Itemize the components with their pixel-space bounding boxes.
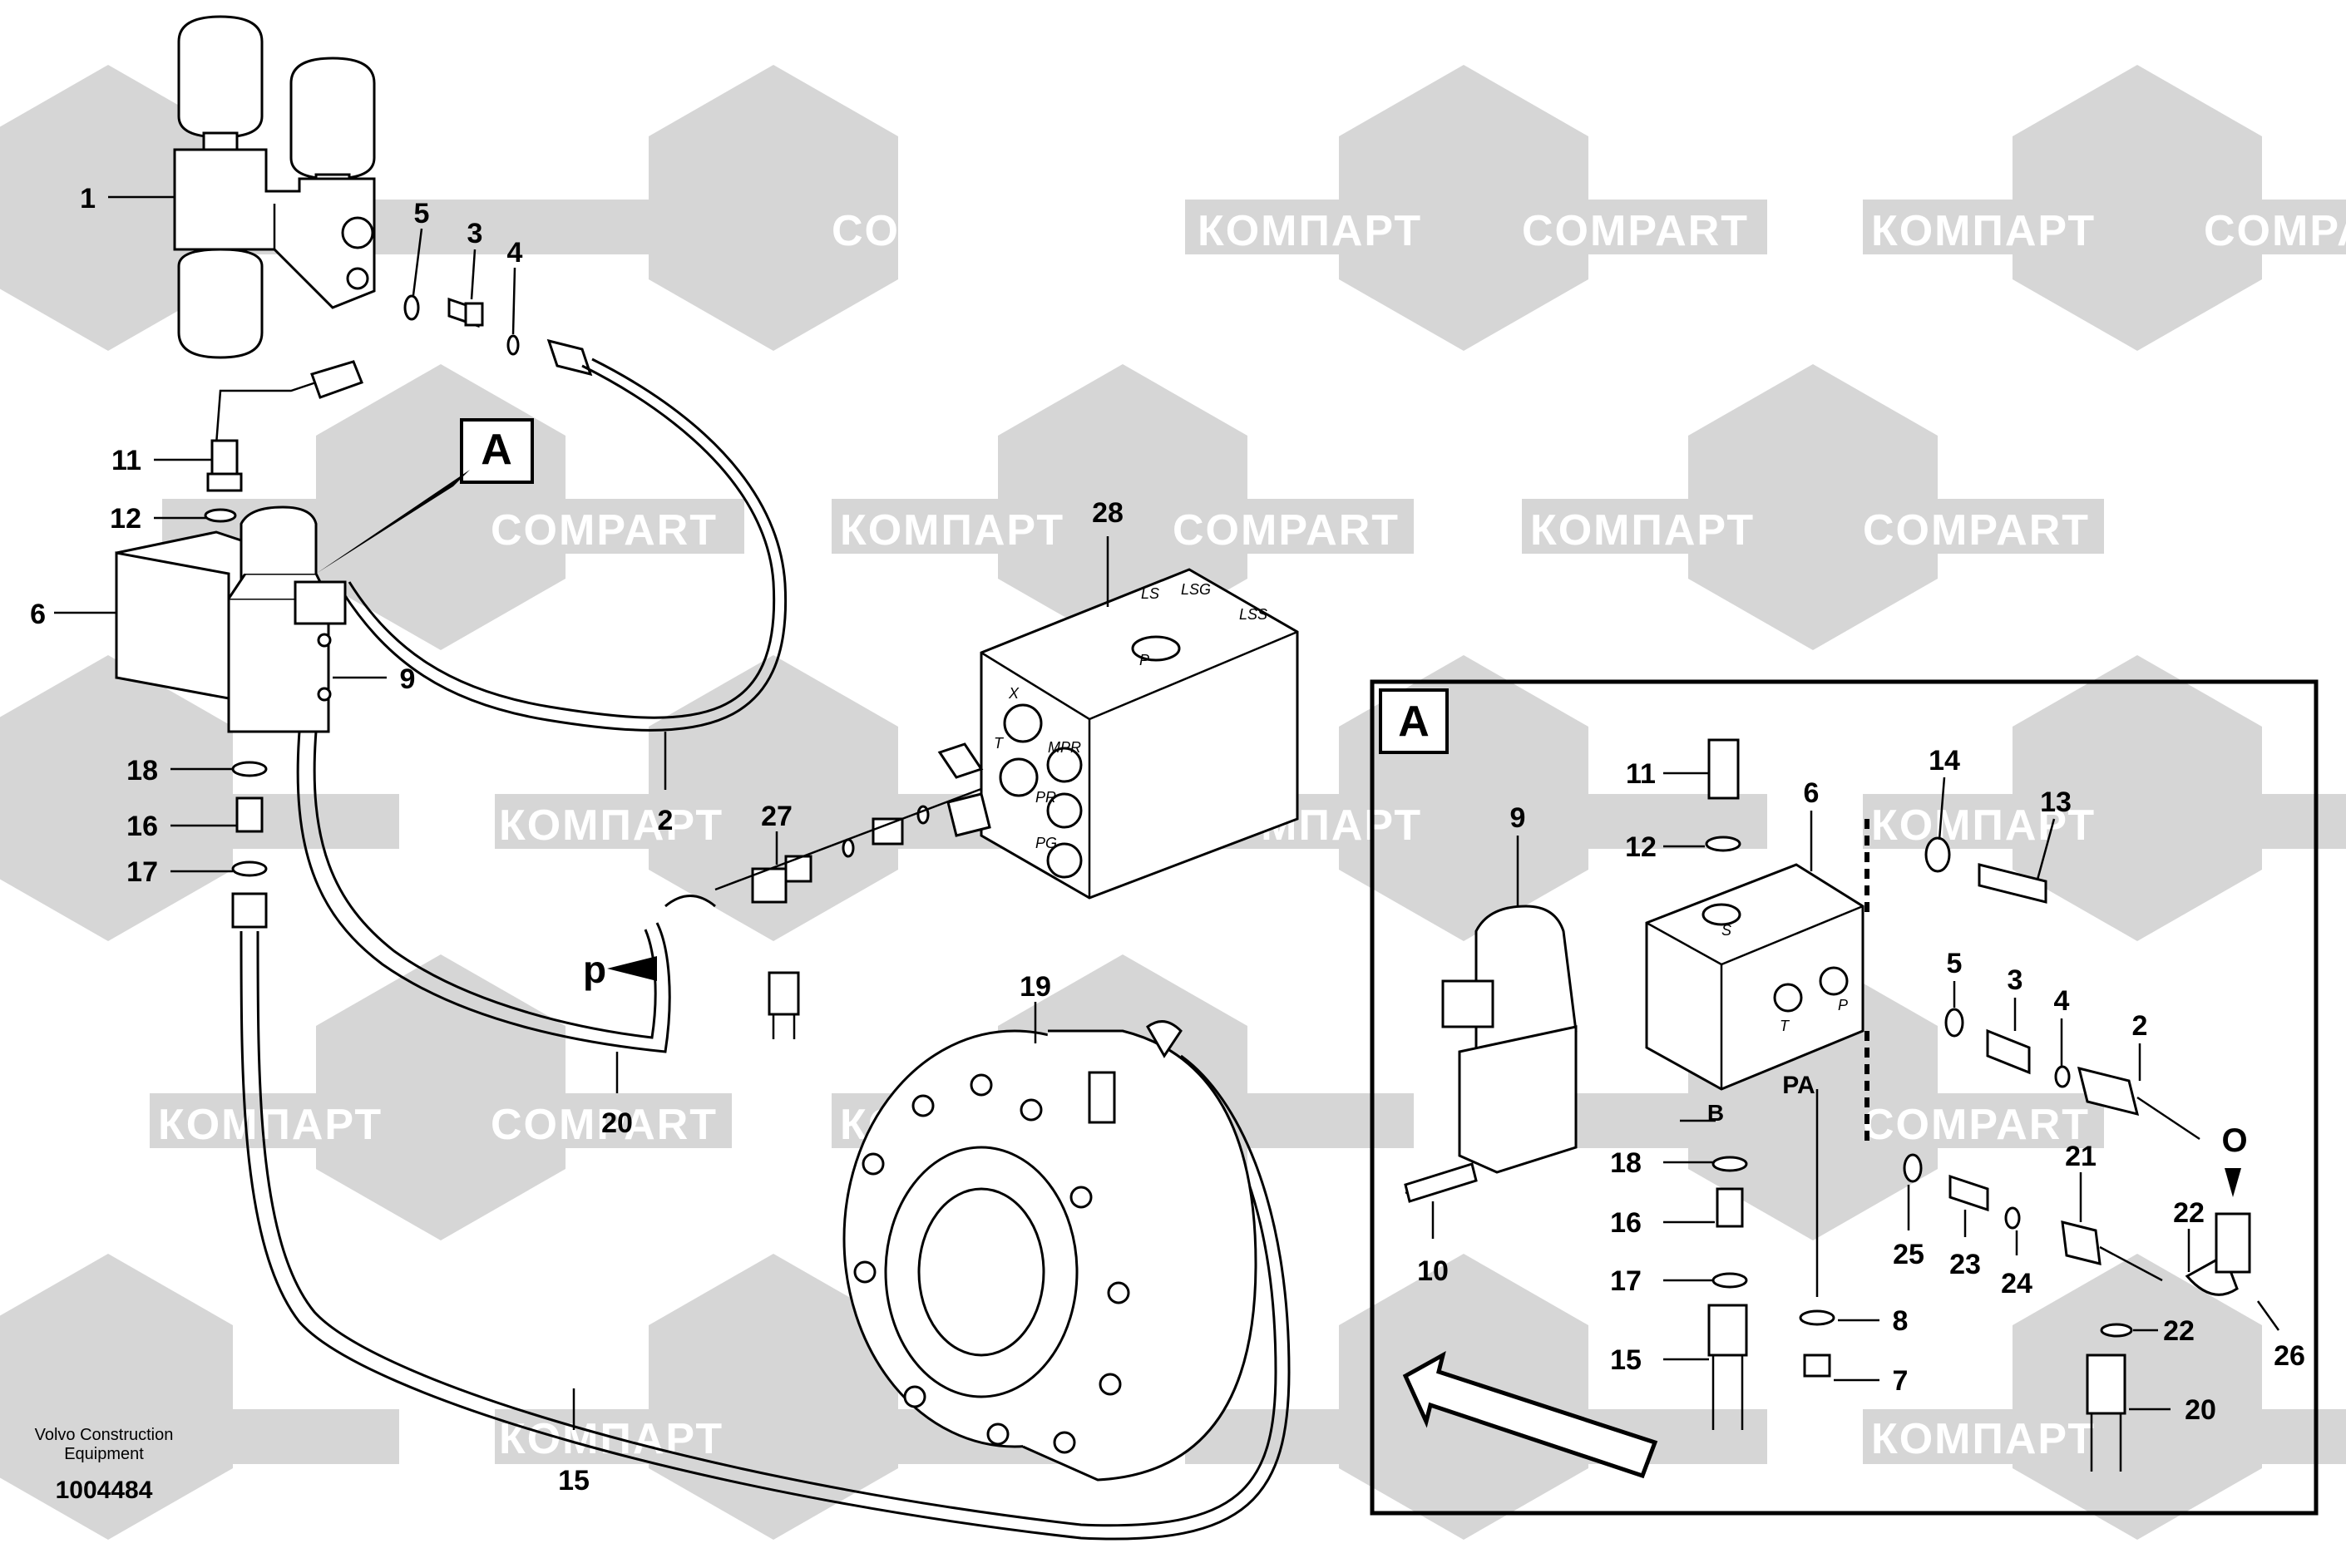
- watermark-text: COMPART: [2204, 207, 2346, 255]
- part-label: 20: [2185, 1394, 2216, 1426]
- brake-drum: [842, 1020, 1257, 1482]
- part-label: 20: [601, 1107, 633, 1139]
- part-label: 2: [658, 805, 674, 836]
- part-label: 15: [558, 1465, 590, 1497]
- part-label: 12: [110, 503, 141, 535]
- footer: Volvo Construction Equipment 1004484: [35, 1426, 174, 1504]
- port-label: LSG: [1181, 581, 1211, 598]
- port-label: LSS: [1239, 606, 1267, 623]
- port-label: O: [2221, 1122, 2247, 1159]
- port-label: PR: [1035, 789, 1056, 806]
- port-label: T: [994, 735, 1005, 752]
- company-name: Volvo Construction: [35, 1426, 174, 1444]
- part-label: 10: [1417, 1255, 1449, 1287]
- part-label: 13: [2040, 786, 2072, 818]
- inset-callouts: 9 11 12 6 14 13 5 3 4 2 O B PA 18: [1417, 745, 2305, 1426]
- watermark-text: COMPART: [491, 506, 718, 555]
- part-label: 5: [1947, 948, 1963, 979]
- part-label: 4: [507, 237, 523, 269]
- part-label: 27: [761, 801, 793, 832]
- watermark-text: КОМПАРТ: [1871, 801, 2096, 850]
- port-label: MPR: [1048, 739, 1081, 756]
- part-label: 18: [1610, 1147, 1642, 1179]
- port-label: P: [1139, 652, 1149, 668]
- part-label: 17: [1610, 1265, 1642, 1297]
- part-label: 23: [1949, 1249, 1981, 1280]
- part-label: 6: [1804, 777, 1820, 809]
- part-label: 14: [1929, 745, 1960, 777]
- detail-inset: A S T P: [1370, 679, 2319, 1516]
- main-callouts: 1 5 3 4 11 12 6 9 18 16 17 2 27: [30, 183, 1124, 1497]
- part-label: 16: [126, 811, 158, 842]
- part-label: 25: [1893, 1239, 1924, 1270]
- part-label: 11: [1626, 758, 1656, 790]
- watermark-text: КОМПАРТ: [840, 506, 1064, 555]
- p-port-label: p: [583, 948, 606, 991]
- valve-block: P X T MPR PR PG LSG LSS LS: [980, 568, 1299, 900]
- port-label: LS: [1141, 585, 1159, 602]
- inset-title: A: [1398, 698, 1430, 746]
- part-label: 1: [80, 183, 96, 214]
- port-label: T: [1780, 1018, 1790, 1034]
- watermark-text: COMPART: [1522, 207, 1749, 255]
- part-label: 3: [2008, 964, 2023, 996]
- port-label: PG: [1035, 835, 1057, 851]
- main-drawing: A: [30, 15, 1299, 1541]
- watermark-text: COMPART: [1173, 506, 1400, 555]
- watermark-text: COMPART: [1863, 1101, 2090, 1149]
- part-label: 7: [1893, 1365, 1909, 1397]
- part-label: 12: [1625, 831, 1657, 863]
- part-label: 18: [126, 755, 158, 786]
- part-label: 16: [1610, 1207, 1642, 1239]
- company-name: Equipment: [64, 1445, 144, 1463]
- part-label: 24: [2001, 1268, 2032, 1299]
- part-label: 9: [1510, 802, 1526, 834]
- port-label: S: [1721, 922, 1731, 939]
- watermark-layer: COMPART КОМПАРТ COMPART КОМПАРТ COMPART …: [0, 65, 2346, 1540]
- part-label: 17: [126, 856, 158, 888]
- port-label: X: [1008, 685, 1020, 702]
- part-label: 21: [2065, 1141, 2097, 1172]
- part-label: 5: [414, 198, 430, 229]
- accumulator-block: [173, 15, 376, 359]
- watermark-text: КОМПАРТ: [1871, 1415, 2096, 1463]
- port-label: PA: [1782, 1072, 1815, 1099]
- watermark-text: КОМПАРТ: [158, 1101, 383, 1149]
- watermark-text: COMPART: [832, 207, 1059, 255]
- part-label: 3: [467, 218, 483, 249]
- watermark-text: КОМПАРТ: [1530, 506, 1755, 555]
- part-label: 2: [2132, 1010, 2148, 1042]
- watermark-text: КОМПАРТ: [499, 801, 724, 850]
- part-label: 8: [1893, 1305, 1909, 1337]
- part-label: 9: [400, 663, 416, 695]
- callout-a: A: [316, 418, 534, 574]
- part-label: 4: [2054, 985, 2070, 1017]
- drawing-number: 1004484: [56, 1477, 153, 1504]
- part-label: 11: [111, 445, 141, 476]
- part-label: 6: [30, 599, 46, 630]
- part-label: 22: [2173, 1197, 2205, 1229]
- port-label: P: [1838, 997, 1848, 1013]
- callout-label: A: [481, 426, 512, 474]
- solenoid-valve-assembly: [115, 505, 347, 733]
- watermark-text: КОМПАРТ: [1871, 207, 2096, 255]
- part-label: 15: [1610, 1344, 1642, 1376]
- watermark-text: COMPART: [491, 1101, 718, 1149]
- port-label: B: [1707, 1100, 1724, 1126]
- part-label: 22: [2163, 1315, 2195, 1347]
- part-label: 28: [1092, 497, 1124, 529]
- part-label: 19: [1020, 971, 1051, 1003]
- watermark-text: КОМПАРТ: [1198, 207, 1422, 255]
- part-label: 26: [2274, 1340, 2305, 1372]
- watermark-text: COMPART: [1863, 506, 2090, 555]
